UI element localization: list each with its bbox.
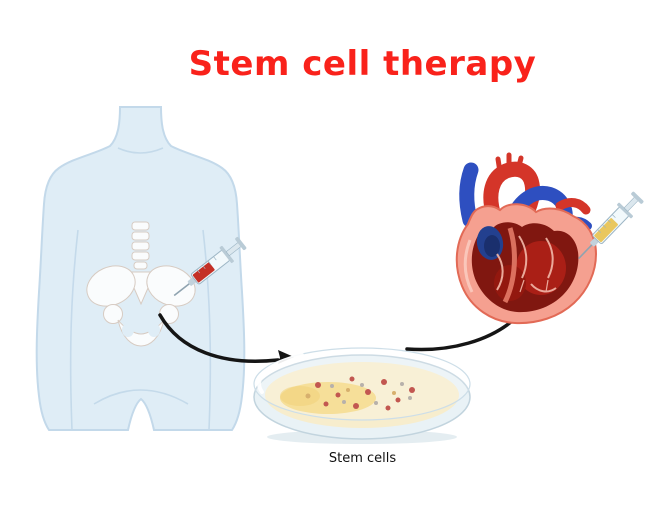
syringe-needle bbox=[578, 242, 594, 260]
dish-rim bbox=[254, 348, 470, 420]
hip-joint-left bbox=[103, 304, 123, 324]
pulmonary-vein bbox=[555, 198, 591, 215]
barrel-flange bbox=[219, 245, 234, 264]
page-title: Stem cell therapy bbox=[188, 44, 537, 84]
syringe-graduations bbox=[597, 214, 616, 233]
dish-rim-edge bbox=[253, 347, 471, 421]
body-contour-lines bbox=[69, 147, 212, 431]
vertebra bbox=[131, 251, 150, 261]
human-body-figure bbox=[35, 106, 246, 431]
stem-cells-label: Stem cells bbox=[328, 451, 397, 466]
culture-colony bbox=[280, 386, 320, 406]
plunger-pad bbox=[631, 191, 644, 204]
septum bbox=[502, 227, 517, 304]
wall-highlight bbox=[463, 239, 474, 293]
iliac-wing-left bbox=[86, 265, 136, 307]
barrel-flange bbox=[617, 202, 634, 219]
dish-rim-highlight bbox=[257, 353, 304, 394]
superior-vena-cava bbox=[459, 162, 479, 228]
right-atrium-shadow bbox=[484, 235, 500, 257]
vertebra bbox=[131, 231, 150, 241]
vertebra bbox=[133, 261, 148, 270]
stem-cell-suspension bbox=[594, 218, 618, 243]
obturator-foramen-left bbox=[122, 323, 134, 337]
vertebra bbox=[131, 221, 150, 231]
plunger-pad bbox=[235, 236, 247, 251]
heart-illustration bbox=[455, 152, 598, 325]
syringe-needle bbox=[173, 281, 192, 297]
plunger-rod bbox=[623, 196, 639, 212]
bone-marrow-sample bbox=[192, 262, 215, 283]
petri-dish bbox=[253, 347, 471, 444]
bone-marrow-syringe-icon bbox=[173, 236, 247, 297]
pelvis-bones bbox=[86, 221, 196, 347]
iliac-wing-right bbox=[146, 265, 196, 307]
stem-cell-dots bbox=[305, 376, 415, 411]
obturator-foramen-right bbox=[148, 323, 160, 337]
heart-valves bbox=[496, 235, 557, 293]
cell-injection-syringe-icon bbox=[578, 191, 644, 260]
vertebra bbox=[131, 241, 150, 251]
needle-hub bbox=[590, 238, 599, 247]
syringe-graduations bbox=[196, 256, 217, 274]
needle-hub bbox=[187, 277, 197, 286]
